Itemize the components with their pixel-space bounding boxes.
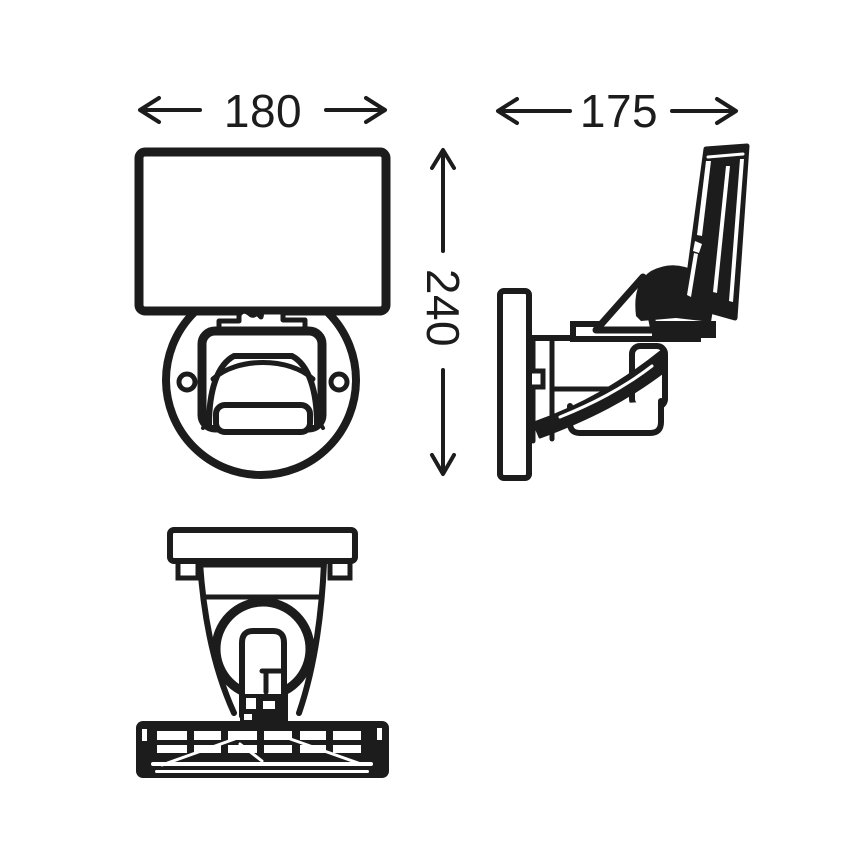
height-arrow-up-head	[430, 148, 456, 170]
pivot-under-bar	[652, 321, 716, 338]
vent-diagonal-mid	[238, 742, 264, 763]
vent-diagonal-left	[160, 734, 245, 767]
reflector-rim	[210, 360, 316, 382]
connector-hole-3	[244, 714, 252, 720]
vent-diagonal-right	[280, 734, 363, 766]
depth-arrow-left-head	[496, 97, 519, 125]
vent-slot-r1-6	[333, 731, 361, 740]
bottom-view	[136, 527, 389, 778]
end-slit-left	[142, 729, 147, 741]
vent-slot-r2-4	[264, 745, 292, 753]
vent-slot-r1-5	[300, 731, 326, 740]
lamp-foot	[213, 402, 313, 435]
vent-line-thin	[155, 770, 369, 773]
lamp-panel-front	[134, 147, 391, 316]
vent-slot-r2-6	[333, 745, 361, 753]
vent-slot-r1-2	[194, 731, 221, 740]
panel-stripe-lower-left	[687, 253, 698, 297]
width-arrow-right-head	[364, 96, 387, 124]
vent-slot-r2-3	[228, 745, 257, 753]
height-value: 240	[417, 269, 469, 347]
connector-hole-1	[246, 698, 256, 709]
depth-arrow-right-head	[715, 97, 738, 125]
corner-line-left	[201, 414, 212, 430]
dimension-width: 180	[138, 85, 387, 137]
vent-slot-r2-1	[157, 745, 187, 753]
vent-line-long	[151, 762, 373, 766]
dimension-depth: 175	[496, 85, 738, 137]
screw-hole-left	[176, 371, 198, 393]
panel-stripe-left	[697, 161, 711, 236]
connector-hole-2	[263, 701, 275, 709]
panel-stripe-middle	[713, 166, 730, 293]
vent-slot-r1-4	[264, 731, 292, 740]
panel-stripe-kink	[693, 241, 702, 253]
panel-stripe-right	[729, 159, 744, 302]
swoosh-highlight	[558, 364, 654, 419]
screw-hole-right	[328, 371, 350, 393]
width-arrow-left-head	[138, 96, 161, 124]
dimension-height: 240	[417, 148, 469, 476]
front-view	[134, 147, 391, 479]
width-value: 180	[224, 85, 302, 137]
cone-left-edge	[197, 560, 237, 716]
solar-panel-top	[167, 527, 358, 564]
corner-line-right	[314, 414, 325, 430]
end-slit-right	[377, 728, 382, 740]
panel-stripe-top	[706, 152, 745, 159]
cone-right-edge	[296, 560, 327, 716]
depth-value: 175	[580, 85, 658, 137]
height-arrow-down-head	[430, 453, 456, 476]
side-view	[497, 143, 750, 481]
vent-slot-r1-1	[157, 731, 187, 740]
wall-plate	[497, 288, 532, 481]
vent-slot-r2-5	[300, 745, 326, 753]
